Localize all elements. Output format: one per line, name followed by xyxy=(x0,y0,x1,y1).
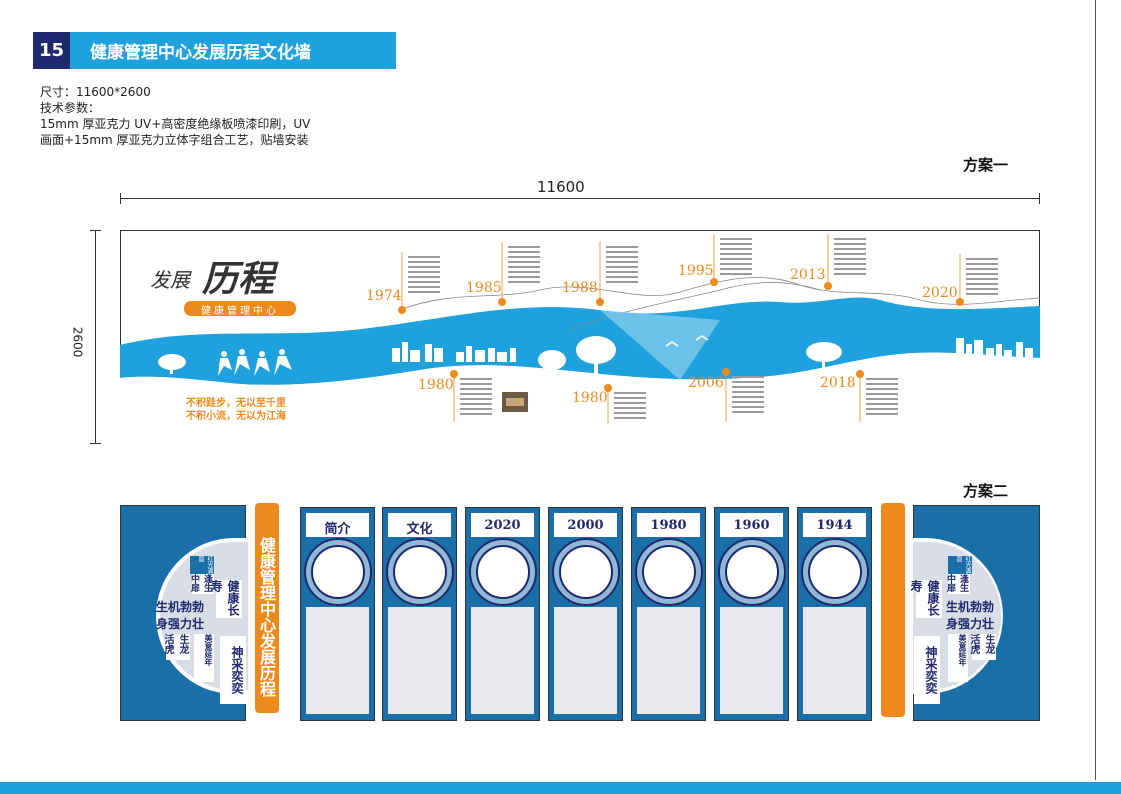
spec-params-line1: 15mm 厚亚克力 UV+高密度绝缘板喷漆印刷，UV xyxy=(40,117,311,131)
scheme2-label: 方案二 xyxy=(963,482,1009,500)
word-tile-text: 生机勃勃 xyxy=(156,600,205,614)
word-tile-text: 身强力壮 xyxy=(946,617,995,631)
scheme1-wall xyxy=(120,230,1040,444)
bottom-bar xyxy=(0,782,1121,794)
year-label: 1980 xyxy=(572,390,608,406)
year-label: 2013 xyxy=(790,267,826,283)
panel-content xyxy=(306,607,369,714)
year-label: 2020 xyxy=(922,285,958,301)
scheme2-title-bar xyxy=(255,503,279,713)
panel-label-box xyxy=(554,513,617,537)
year-label: 1985 xyxy=(466,280,502,296)
year-label: 1980 xyxy=(418,377,454,393)
wall-title-big: 历程 xyxy=(202,258,275,300)
panel-circle xyxy=(476,545,530,599)
panel-label: 1980 xyxy=(650,518,687,533)
year-label: 1995 xyxy=(678,263,714,279)
panel-label-box xyxy=(306,513,369,537)
panel-circle xyxy=(393,545,447,599)
scheme1-label: 方案一 xyxy=(963,156,1009,174)
panel-content xyxy=(471,607,534,714)
word-tile: 红光满面 xyxy=(948,556,972,574)
wall-subtitle: 健康管理中心 xyxy=(201,306,279,317)
scheme2-vertical-title: 健康管理中心发展历程 xyxy=(257,537,276,697)
section-number: 15 xyxy=(33,32,70,69)
word-tile: 美意延年 xyxy=(948,634,968,682)
word-tile: 健康长寿 xyxy=(209,580,242,618)
frame-line xyxy=(1095,0,1096,780)
year-label: 1974 xyxy=(366,288,402,304)
wall-title-small: 发展 xyxy=(150,268,190,292)
panel-label: 2000 xyxy=(567,518,604,533)
spec-size: 尺寸：11600*2600 xyxy=(40,85,151,99)
panel-label: 2020 xyxy=(484,518,521,533)
dimension-tick xyxy=(1039,193,1040,204)
panel-content xyxy=(388,607,451,714)
width-dimension-line xyxy=(120,198,1040,199)
spec-params-line2: 画面+15mm 厚亚克力立体字组合工艺，贴墙安装 xyxy=(40,133,309,147)
word-tile: 逢生中扉 xyxy=(945,574,970,594)
year-label: 2018 xyxy=(820,375,856,391)
width-dimension-label: 11600 xyxy=(537,178,585,196)
panel-circle xyxy=(559,545,613,599)
word-tile: 神采奕奕 xyxy=(914,636,940,704)
panel-label: 1944 xyxy=(816,518,853,533)
word-tile: 生龙活虎 xyxy=(162,634,190,660)
wall-slogan-line2: 不积小流，无以为江海 xyxy=(186,411,286,422)
panel-circle xyxy=(642,545,696,599)
word-tile-text: 生机勃勃 xyxy=(946,600,995,614)
panel-label-box xyxy=(388,513,451,537)
scheme2-orange-bar xyxy=(881,503,905,717)
word-tile: 红光满面 xyxy=(190,556,214,574)
panel-content xyxy=(637,607,700,714)
word-tile-text: 身强力壮 xyxy=(156,617,205,631)
dimension-tick xyxy=(90,443,101,444)
dimension-tick xyxy=(90,230,101,231)
panel-content xyxy=(720,607,783,714)
panel-circle xyxy=(725,545,779,599)
page-title: 健康管理中心发展历程文化墙 xyxy=(70,32,396,69)
panel-label-box xyxy=(471,513,534,537)
panel-label: 文化 xyxy=(406,522,433,537)
panel-label: 简介 xyxy=(324,522,351,537)
word-tile: 神采奕奕 xyxy=(220,636,246,704)
word-tile: 生机勃勃身强力壮 xyxy=(156,598,214,631)
dimension-tick xyxy=(120,193,121,204)
spec-params-title: 技术参数： xyxy=(40,101,101,115)
word-tile: 健康长寿 xyxy=(909,580,942,618)
panel-circle xyxy=(311,545,365,599)
panel-circle xyxy=(808,545,862,599)
word-tile: 美意延年 xyxy=(194,634,214,682)
panel-content xyxy=(554,607,617,714)
word-tile: 生龙活虎 xyxy=(968,634,996,660)
panel-label: 1960 xyxy=(733,518,770,533)
word-tile: 逢生中扉 xyxy=(189,574,214,594)
panel-label-box xyxy=(803,513,866,537)
height-dimension-line xyxy=(95,230,96,444)
panel-label-box xyxy=(637,513,700,537)
wall-slogan-line1: 不积跬步，无以至千里 xyxy=(186,398,286,409)
word-tile: 生机勃勃身强力壮 xyxy=(946,598,1004,631)
year-label: 1988 xyxy=(562,280,598,296)
year-label: 2006 xyxy=(688,375,724,391)
panel-content xyxy=(803,607,866,714)
panel-label-box xyxy=(720,513,783,537)
height-dimension-label: 2600 xyxy=(70,326,85,358)
